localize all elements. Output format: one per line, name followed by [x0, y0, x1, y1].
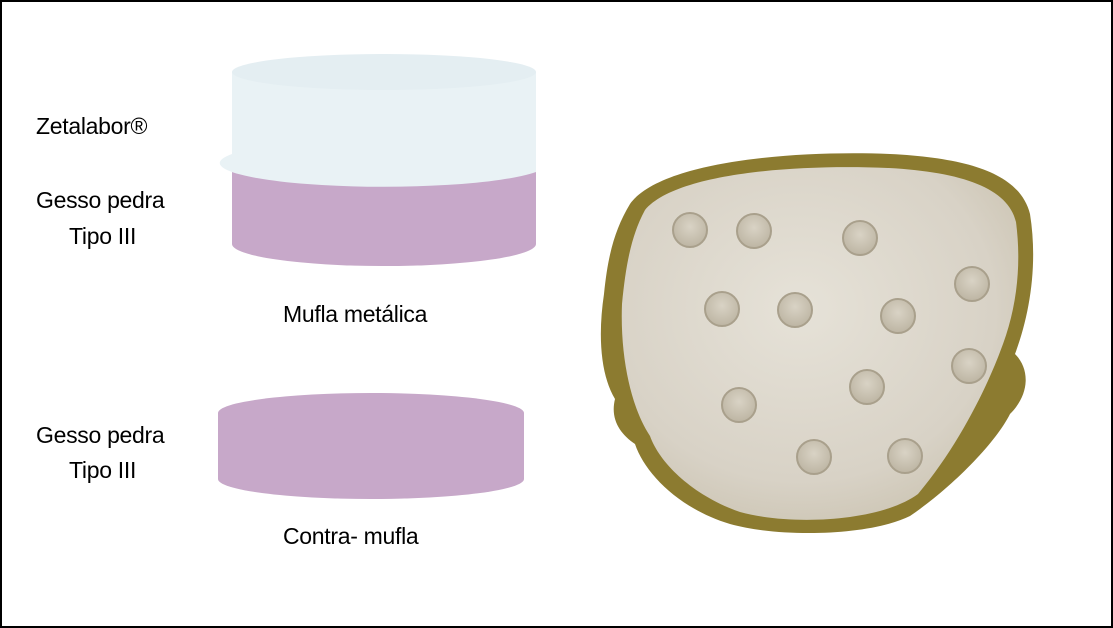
hole	[705, 292, 739, 326]
hole	[955, 267, 989, 301]
hole	[843, 221, 877, 255]
mufla-top-face	[232, 54, 536, 90]
hole	[673, 213, 707, 247]
label-zetalabor: Zetalabor®	[36, 110, 147, 142]
hole	[952, 349, 986, 383]
hole	[881, 299, 915, 333]
hole	[778, 293, 812, 327]
specimen-photo	[590, 144, 1050, 544]
label-mufla-metalica: Mufla metálica	[283, 298, 427, 330]
label-gesso-top-2: Tipo III	[69, 220, 136, 252]
hole	[888, 439, 922, 473]
label-gesso-bottom-1: Gesso pedra	[36, 419, 164, 451]
hole	[737, 214, 771, 248]
contra-mufla-top-face	[218, 393, 524, 433]
label-gesso-top-1: Gesso pedra	[36, 184, 164, 216]
hole	[797, 440, 831, 474]
mufla-metalica-cylinder	[232, 54, 536, 272]
label-contra-mufla: Contra- mufla	[283, 520, 418, 552]
hole	[722, 388, 756, 422]
hole	[850, 370, 884, 404]
label-gesso-bottom-2: Tipo III	[69, 454, 136, 486]
contra-mufla-cylinder	[218, 393, 524, 501]
